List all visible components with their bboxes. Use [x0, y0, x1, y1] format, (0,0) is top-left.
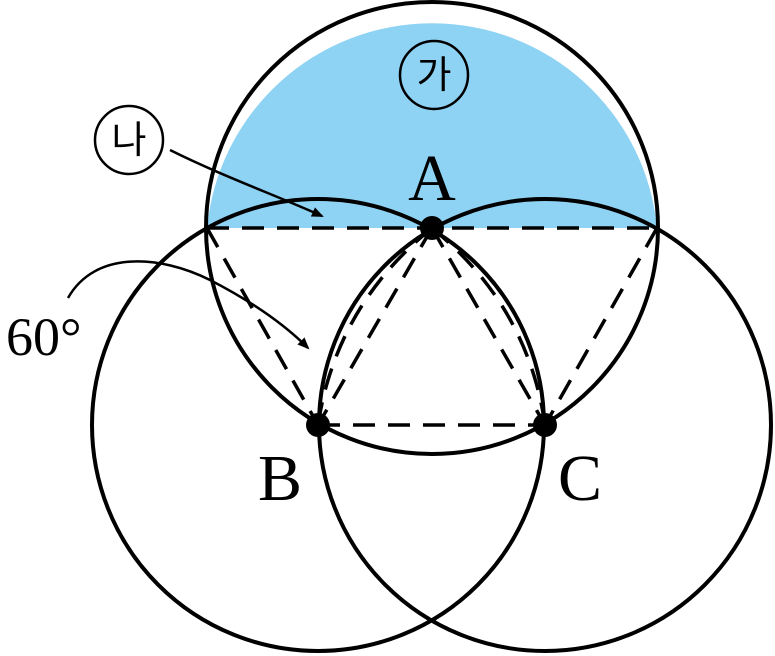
region-ga-marker: 가	[398, 39, 470, 111]
region-na-marker: 나	[93, 104, 165, 176]
dashed-construction-lines	[205, 226, 659, 427]
point-a-label: A	[408, 142, 456, 215]
svg-text:가: 가	[417, 53, 452, 97]
point-b-dot	[306, 413, 330, 437]
svg-text:나: 나	[112, 118, 147, 162]
point-c-label: C	[558, 442, 602, 515]
shaded-region-ga	[207, 23, 657, 228]
dashed-arcs	[316, 226, 547, 426]
point-a-dot	[420, 216, 444, 240]
point-b-label: B	[258, 442, 302, 515]
arrow-angle	[66, 260, 310, 350]
arrow-na	[169, 148, 324, 218]
point-c-dot	[533, 413, 557, 437]
angle-label: 60°	[6, 307, 82, 367]
